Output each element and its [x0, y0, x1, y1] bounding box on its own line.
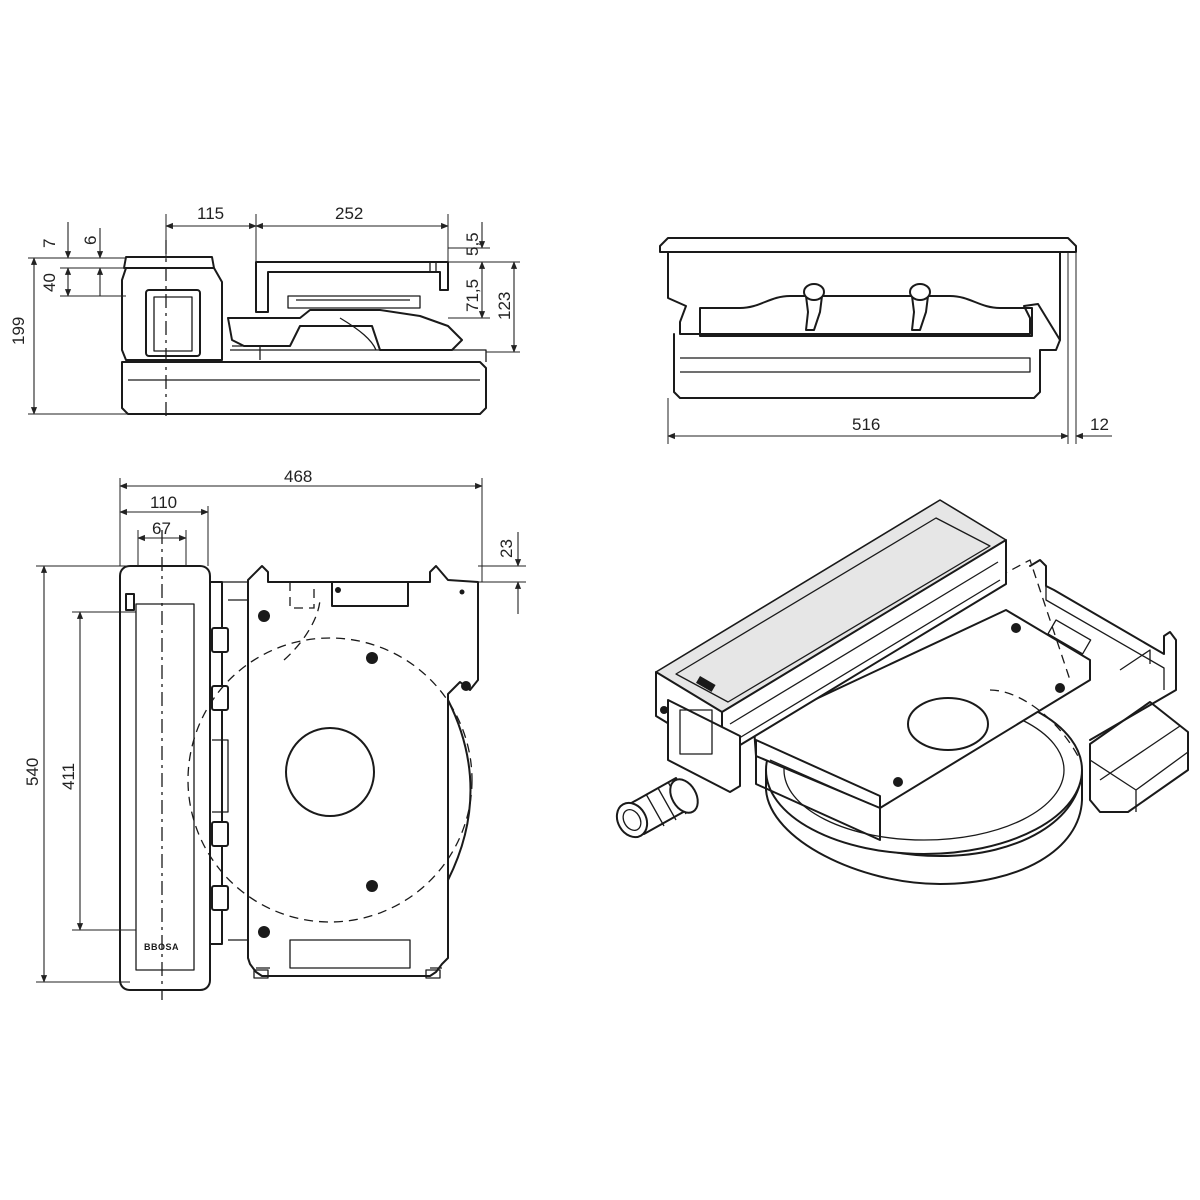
dim-411: 411 [59, 763, 78, 790]
dim-199: 199 [9, 317, 28, 345]
dim-7: 7 [40, 239, 59, 248]
dim-6: 6 [81, 236, 100, 245]
top-fan-circle [187, 637, 473, 923]
bolt [366, 652, 378, 664]
dim-540: 540 [23, 758, 42, 786]
top-center-opening [285, 727, 375, 817]
bolt [366, 880, 378, 892]
iso-side-box [1089, 701, 1189, 813]
iso-motor-block [667, 699, 741, 793]
dim-110: 110 [150, 493, 177, 512]
front-knob-right [909, 283, 931, 331]
dim-252: 252 [335, 204, 363, 223]
front-view-dimensions: 516 12 [667, 252, 1112, 444]
dim-67: 67 [152, 519, 171, 538]
front-tray [673, 333, 1061, 399]
top-view-dimensions: 468 110 67 23 540 411 [23, 467, 526, 983]
front-knob-left [803, 283, 825, 331]
front-top-plate [659, 237, 1077, 253]
side-base-plate [121, 361, 487, 415]
side-view-dimensions: 115 252 7 6 40 199 5,5 71,5 123 [9, 204, 520, 415]
top-view: BBOSA [119, 530, 479, 1000]
front-inner-shelf [699, 295, 1033, 337]
bolt [258, 610, 270, 622]
dim-23: 23 [497, 539, 516, 558]
brand-label: BBOSA [144, 942, 179, 952]
dim-123: 123 [495, 292, 514, 320]
dim-71-5: 71,5 [463, 279, 482, 312]
side-hood-housing [121, 267, 223, 361]
side-view [121, 240, 487, 420]
iso-rear-bracket [1029, 559, 1177, 741]
bolt [258, 926, 270, 938]
side-fan-section [227, 309, 463, 351]
dim-516: 516 [852, 415, 880, 434]
side-hood-cap [123, 256, 215, 269]
front-body-outline [667, 251, 1061, 341]
front-view [659, 237, 1077, 399]
dim-12: 12 [1090, 415, 1109, 434]
side-tray-frame [255, 261, 449, 313]
top-bracket [331, 581, 409, 607]
iso-connector [615, 777, 699, 839]
dim-115: 115 [197, 204, 224, 223]
dim-468: 468 [284, 467, 312, 486]
isometric-view [615, 499, 1189, 885]
iso-center-opening [907, 697, 989, 751]
dim-40: 40 [40, 273, 59, 292]
top-hood [119, 565, 211, 991]
dim-5-5: 5,5 [463, 232, 482, 256]
